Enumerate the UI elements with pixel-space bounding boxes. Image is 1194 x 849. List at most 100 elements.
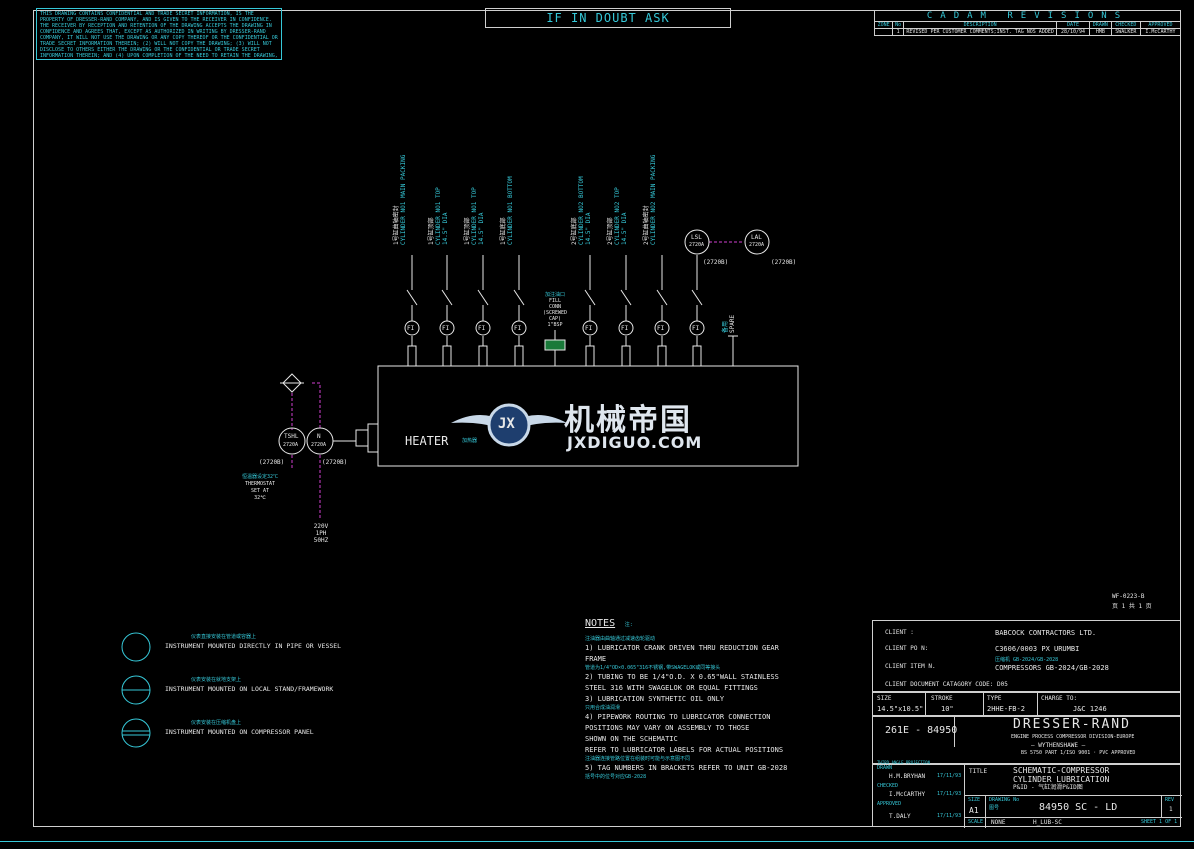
title-line-0: SCHEMATIC-COMPRESSOR — [1013, 766, 1110, 775]
notes-title-cn: 注: — [624, 622, 633, 628]
lube-line-7 — [656, 255, 668, 367]
lal-ref: (2720B) — [771, 259, 797, 266]
n-tag: N — [317, 433, 321, 440]
note-1-en-1: FRAME — [585, 655, 607, 663]
drawn-date: 17/11/93 — [937, 773, 962, 779]
line-2-dia: 14.5" DIA — [442, 212, 449, 245]
line-3-cn: 1号缸顶部 — [464, 217, 471, 245]
checked-label: CHECKED — [877, 783, 899, 789]
line-5-cn: 2号缸底部 — [571, 217, 578, 245]
sheet-number: SHEET 1 OF 1 — [1141, 819, 1178, 825]
client-block: CLIENT : BABCOCK CONTRACTORS LTD. CLIENT… — [872, 620, 1181, 692]
size2-value: A1 — [969, 806, 979, 815]
power-2: 50HZ — [313, 537, 329, 544]
spare-cn: 备用 — [722, 320, 729, 333]
size-value: 14.5"x10.5" — [877, 705, 924, 713]
lube-line-3 — [477, 255, 489, 367]
note-2-cn: 管道为1/4"OD×0.065"316不锈钢,带SWAGELOK或同等接头 — [585, 665, 721, 671]
approved-value: T.DALY — [889, 813, 911, 820]
ref-top: WF-0223-B — [1112, 593, 1145, 600]
tshl-ref: (2720B) — [259, 459, 285, 466]
lube-line-5 — [584, 255, 596, 367]
note-4-en-3: REFER TO LUBRICATOR LABELS FOR ACTUAL PO… — [585, 746, 784, 754]
item-value: COMPRESSORS GB-2024/GB-2028 — [995, 664, 1109, 672]
heater-label: HEATER — [405, 434, 449, 448]
spare-en: SPARE — [729, 314, 736, 333]
type-value: 2HHE-FB-2 — [987, 705, 1025, 713]
legend-2-cn: 仪表安装在就地支架上 — [191, 677, 242, 683]
legend-1-cn: 仪表直接安装在管道或容器上 — [191, 634, 257, 640]
lsl-num: 2720A — [689, 242, 705, 248]
power-1: 1PH — [315, 530, 327, 537]
line-2-en: CYLINDER NO1 TOP — [435, 187, 442, 245]
po-label: CLIENT PO N: — [885, 645, 929, 652]
lube-line-1 — [406, 255, 418, 367]
title-line-2: P&ID - 气缸润滑P&ID图 — [1013, 784, 1083, 791]
line-label-5: 2号缸底部 CYLINDER NO2 BOTTOM 14.5" DIA — [571, 135, 601, 245]
company-line-0: ENGINE PROCESS COMPRESSOR DIVISION-EUROP… — [1011, 734, 1135, 740]
revision-row: 1 REVISED PER CUSTOMER COMMENTS;INST. TA… — [873, 28, 1182, 36]
doc-label: CLIENT DOCUMENT CATAGORY CODE: D05 — [885, 681, 1008, 688]
job-number: 261E - 84950 — [885, 725, 958, 736]
checked-date: 17/11/93 — [937, 791, 962, 797]
spare-label: 备用 SPARE — [722, 305, 742, 335]
fi-tag-4: FI — [514, 325, 522, 332]
note-1-en-0: 1) LUBRICATOR CRANK DRIVEN THRU REDUCTIO… — [585, 644, 779, 652]
client-value: BABCOCK CONTRACTORS LTD. — [995, 629, 1097, 637]
title-label: TITLE — [969, 768, 988, 775]
legend-item-3: 仪表安装在压缩机盘上 INSTRUMENT MOUNTED ON COMPRES… — [165, 720, 314, 738]
logo-mark: JX — [498, 416, 515, 432]
fi-tag-1: FI — [407, 325, 415, 332]
item-label: CLIENT ITEM N. — [885, 663, 936, 670]
approved-label: APPROVED — [877, 801, 902, 807]
line-4-en: CYLINDER NO1 BOTTOM — [507, 176, 514, 245]
line-label-3: 1号缸顶部 CYLINDER NO1 TOP 14.5" DIA — [464, 135, 494, 245]
drawing-no-label: DRAWING No — [989, 797, 1020, 803]
tshl-tag: TSHL — [284, 433, 299, 440]
line-7-en: CYLINDER NO2 MAIN PACKING — [650, 154, 657, 245]
fill-connection-label: 加注油口 FILL CONN (SCREWED CAP) 1"BSP — [540, 292, 570, 328]
fi-tag-6: FI — [621, 325, 629, 332]
fill-line-2: (SCREWED — [542, 310, 568, 316]
company-line-2: BS 5750 PART 1/ISO 9001 · PVC APPROVED — [1021, 750, 1136, 756]
legend-1-en: INSTRUMENT MOUNTED DIRECTLY IN PIPE OR V… — [165, 642, 342, 650]
drawing-border — [33, 10, 1181, 827]
power-0: 220V — [313, 523, 329, 530]
rev-label: REV — [1165, 797, 1175, 803]
fill-line-0: FILL — [548, 298, 562, 304]
file-name: H_LUB-SC — [1033, 819, 1062, 826]
scale-label: SCALE — [968, 819, 984, 825]
lsl-tag: LSL — [691, 234, 702, 241]
scale-value: NONE — [991, 819, 1006, 826]
drawn-label: DRAWN — [877, 765, 893, 771]
heater-cn: 加热器 — [462, 438, 478, 444]
lube-line-2 — [441, 255, 453, 367]
approved-date: 17/11/93 — [937, 813, 962, 819]
lube-line-8 — [691, 255, 703, 367]
note-5-cn: 括号中的位号对应GB-2028 — [585, 774, 647, 780]
logo-cn: 机械帝国 — [564, 403, 692, 438]
lube-line-6 — [620, 255, 632, 367]
spec-row: SIZE 14.5"x10.5" STROKE 10" TYPE 2HHE-FB… — [872, 692, 1181, 717]
fi-tag-5: FI — [585, 325, 593, 332]
jxdiguo-watermark: JX 机械帝国 JXDIGUO.COM — [449, 393, 749, 457]
note-2-en-1: STEEL 316 WITH SWAGELOK OR EQUAL FITTING… — [585, 684, 758, 692]
notes-title: NOTES — [585, 618, 616, 629]
line-5-dia: 14.5" DIA — [585, 212, 592, 245]
drawing-number: 84950 SC - LD — [1039, 802, 1118, 813]
note-3-cn: 只用合成油润滑 — [585, 705, 621, 711]
line-6-en: CYLINDER NO2 TOP — [614, 187, 621, 245]
line-label-7: 2号缸曲轴密封 CYLINDER NO2 MAIN PACKING — [643, 135, 673, 245]
company-line-1: — WYTHENSHAWE — — [1031, 742, 1086, 749]
fi-tag-3: FI — [478, 325, 486, 332]
thermostat-2: 32℃ — [254, 495, 266, 501]
revision-table: CADAM REVISIONS ZONE No DESCRIPTION DATE… — [873, 10, 1182, 36]
line-2-cn: 1号缸顶部 — [428, 217, 435, 245]
lal-tag: LAL — [751, 234, 762, 241]
n-num: 2720A — [311, 442, 327, 448]
confidentiality-notice: THIS DRAWING CONTAINS CONFIDENTIAL AND T… — [36, 8, 282, 60]
fi-tag-8: FI — [692, 325, 700, 332]
n-ref: (2720B) — [322, 459, 348, 466]
note-4-en-0: 4) PIPEWORK ROUTING TO LUBRICATOR CONNEC… — [585, 713, 771, 721]
line-4-cn: 1号缸底部 — [500, 217, 507, 245]
